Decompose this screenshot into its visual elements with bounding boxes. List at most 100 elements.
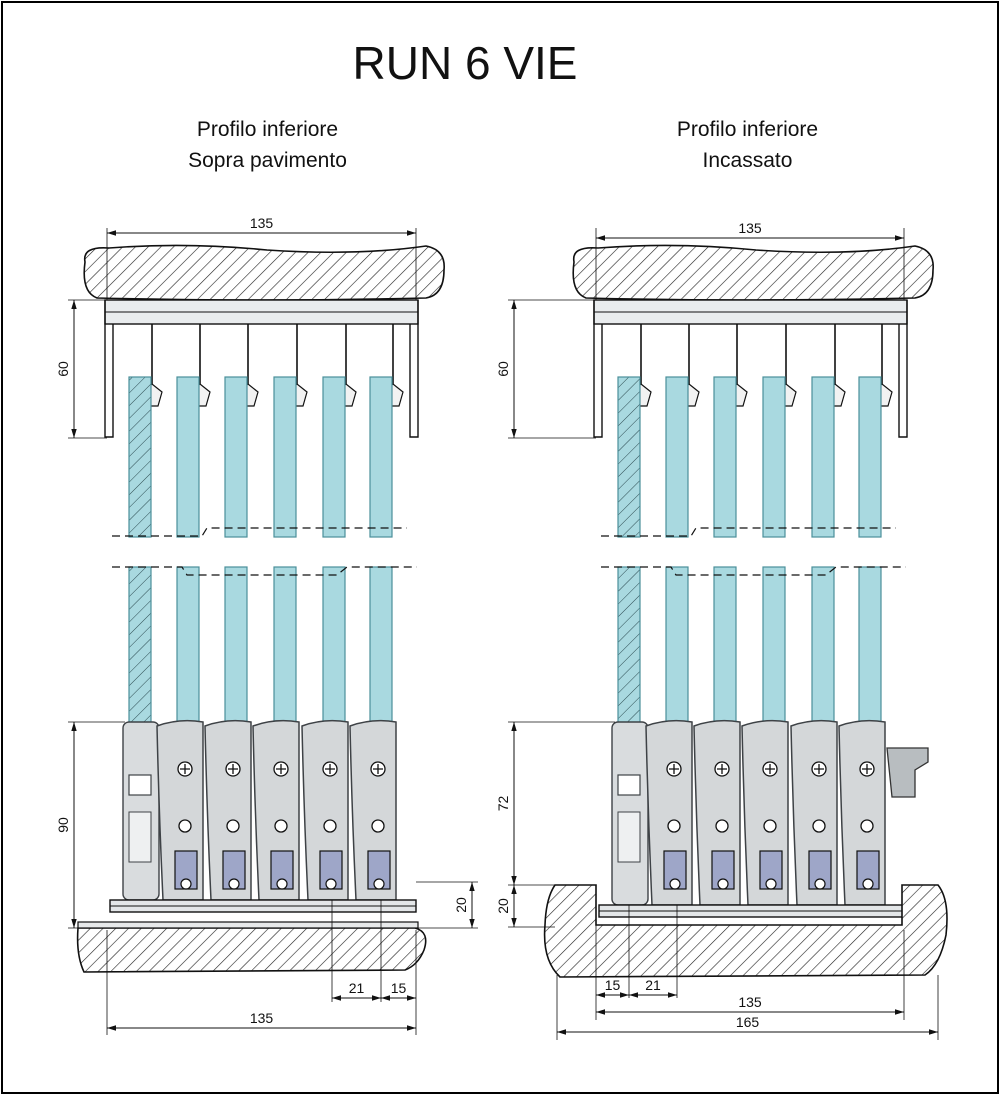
left-side-cap xyxy=(122,721,160,901)
left-glass-lower-1 xyxy=(128,566,152,728)
right-dim-top-width-label: 135 xyxy=(738,220,762,236)
right-carriage-pin-2 xyxy=(715,819,729,833)
left-rail-left-leg xyxy=(104,300,114,438)
right-floor-block xyxy=(543,884,948,978)
left-side-cap-latch xyxy=(128,811,152,863)
left-dim-track-pitch-label: 21 xyxy=(349,980,365,996)
right-dim-edge-offset-label: 15 xyxy=(605,977,621,993)
left-subtitle-line1: Profilo inferiore xyxy=(196,118,339,141)
right-carriage-screw-cross-3 xyxy=(765,764,775,774)
left-dim-bottom-width-label: 135 xyxy=(250,1010,274,1026)
right-carriage-screw-cross-1 xyxy=(669,764,679,774)
right-dim-track-pitch-label: 21 xyxy=(645,977,661,993)
left-dim-bottom-height-label: 90 xyxy=(55,817,71,833)
right-carriage-pin-5 xyxy=(860,819,874,833)
right-glass-lower-1 xyxy=(617,566,641,728)
left-carriage-pin-3 xyxy=(274,819,288,833)
right-glass-lower-5 xyxy=(811,566,835,728)
right-carriage-roller-5 xyxy=(862,878,874,890)
left-dim-edge-offset-label: 15 xyxy=(391,980,407,996)
left-carriage-pin-4 xyxy=(323,819,337,833)
left-carriage-roller-1 xyxy=(180,878,192,890)
right-glass-lower-3 xyxy=(713,566,737,728)
left-carriage-screw-cross-5 xyxy=(373,764,383,774)
left-dim-floor-profile-label: 20 xyxy=(453,897,469,913)
right-dim-bottom-width-label: 135 xyxy=(738,994,762,1010)
right-glass-upper-4 xyxy=(762,376,786,538)
right-carriage-roller-4 xyxy=(814,878,826,890)
left-glass-lower-5 xyxy=(322,566,346,728)
right-handle-bracket xyxy=(886,747,929,798)
left-glass-upper-5 xyxy=(322,376,346,538)
right-dim-top-height-label: 60 xyxy=(495,361,511,377)
dimension-lines: 135 60 90 20 21 15 135 135 60 72 20 15 21 135 165 xyxy=(55,215,939,1040)
left-carriage-roller-3 xyxy=(276,878,288,890)
right-carriage-roller-1 xyxy=(669,878,681,890)
left-rail-right-leg xyxy=(409,300,419,438)
left-glass-upper-6 xyxy=(369,376,393,538)
left-carriage-roller-2 xyxy=(228,878,240,890)
left-carriage-pin-2 xyxy=(226,819,240,833)
right-carriage-screw-cross-2 xyxy=(717,764,727,774)
left-carriage-screw-cross-4 xyxy=(325,764,335,774)
left-carriage-screw-cross-2 xyxy=(228,764,238,774)
left-glass-lower-6 xyxy=(369,566,393,728)
left-dim-top-width-label: 135 xyxy=(250,215,274,231)
left-side-cap-window xyxy=(128,774,152,796)
left-floor-profile xyxy=(77,921,419,929)
left-subtitle-line2: Sopra pavimento xyxy=(188,149,347,172)
right-view xyxy=(543,244,948,978)
left-carriage-roller-4 xyxy=(325,878,337,890)
left-carriage-screw-cross-1 xyxy=(180,764,190,774)
right-glass-upper-6 xyxy=(858,376,882,538)
right-glass-upper-2 xyxy=(665,376,689,538)
right-glass-lower-2 xyxy=(665,566,689,728)
left-dim-top-height-label: 60 xyxy=(55,361,71,377)
right-carriage-pin-1 xyxy=(667,819,681,833)
right-dim-bottom-height-label: 72 xyxy=(495,796,511,812)
right-subtitle: Profilo inferiore Incassato xyxy=(590,114,905,176)
left-carriage-roller-5 xyxy=(373,878,385,890)
left-glass-upper-1 xyxy=(128,376,152,538)
right-side-cap-window xyxy=(617,774,641,796)
left-carriage-screw-cross-3 xyxy=(276,764,286,774)
left-glass-lower-4 xyxy=(273,566,297,728)
right-dim-overall-width-label: 165 xyxy=(736,1014,760,1030)
right-glass-lower-4 xyxy=(762,566,786,728)
right-glass-lower-6 xyxy=(858,566,882,728)
right-carriage-roller-2 xyxy=(717,878,729,890)
left-subtitle: Profilo inferiore Sopra pavimento xyxy=(110,114,425,176)
right-subtitle-line2: Incassato xyxy=(702,149,793,172)
right-ceiling-block xyxy=(572,244,934,301)
right-carriage-screw-cross-4 xyxy=(814,764,824,774)
right-glass-upper-5 xyxy=(811,376,835,538)
right-rail-right-leg xyxy=(898,300,908,438)
left-glass-lower-2 xyxy=(176,566,200,728)
right-break-line-lower xyxy=(601,566,906,576)
right-carriage-screw-cross-5 xyxy=(862,764,872,774)
right-carriage-roller-3 xyxy=(765,878,777,890)
left-view xyxy=(76,244,445,973)
right-dim-recess-depth-label: 20 xyxy=(495,898,511,914)
right-subtitle-line1: Profilo inferiore xyxy=(676,118,819,141)
right-break-line-upper xyxy=(601,527,896,537)
left-glass-upper-3 xyxy=(224,376,248,538)
left-break-line-upper xyxy=(112,527,407,537)
right-carriage-pin-3 xyxy=(763,819,777,833)
left-break-line-lower xyxy=(112,566,417,576)
page-title: RUN 6 VIE xyxy=(352,37,578,89)
left-glass-upper-4 xyxy=(273,376,297,538)
left-ceiling-block xyxy=(83,244,445,301)
right-rail-left-leg xyxy=(593,300,603,438)
left-carriage-pin-1 xyxy=(178,819,192,833)
right-carriage-pin-4 xyxy=(812,819,826,833)
right-side-cap-latch xyxy=(617,811,641,863)
left-glass-upper-2 xyxy=(176,376,200,538)
left-floor-block xyxy=(76,927,427,973)
left-carriage-pin-5 xyxy=(371,819,385,833)
right-glass-upper-3 xyxy=(713,376,737,538)
left-glass-lower-3 xyxy=(224,566,248,728)
right-glass-upper-1 xyxy=(617,376,641,538)
